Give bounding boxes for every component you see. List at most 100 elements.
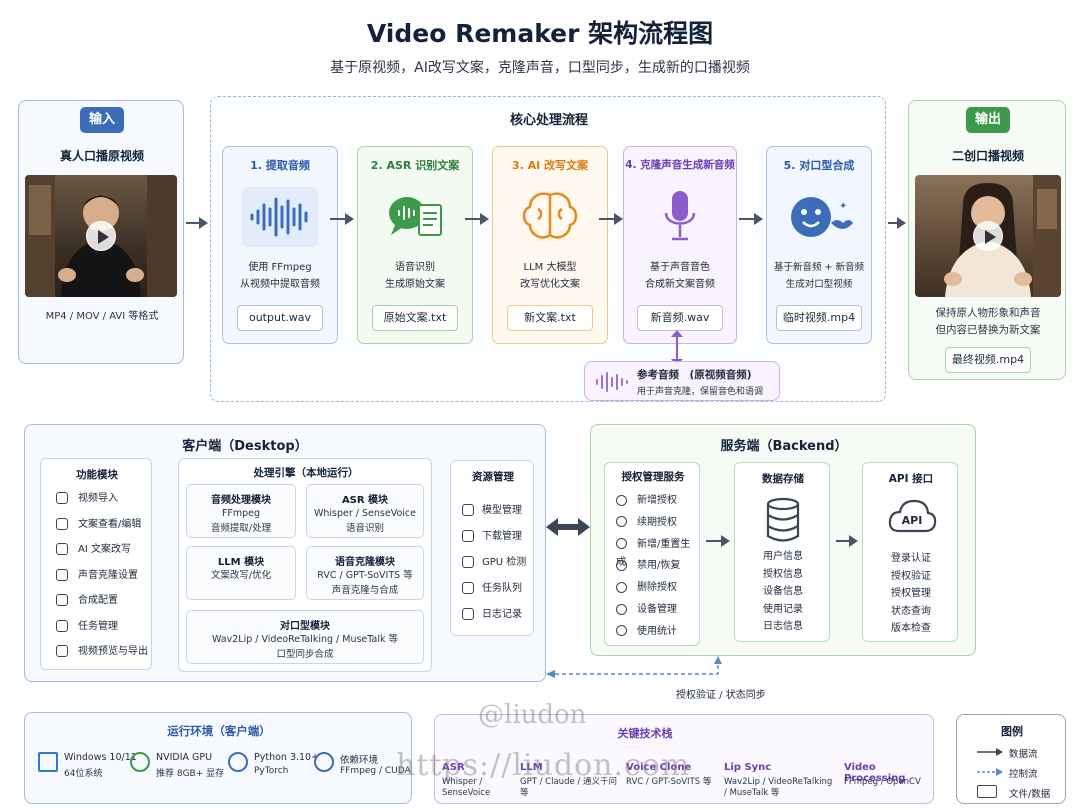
feature-item[interactable]: 视频导入	[56, 490, 152, 508]
step-desc: LLM 大模型改写优化文案	[520, 262, 580, 290]
cloud-api-icon	[888, 499, 937, 533]
resource-item[interactable]: 模型管理	[462, 502, 534, 520]
step-asr[interactable]: 2. ASR 识别文案 语音识别生成原始文案 原始文案.txt	[357, 146, 473, 344]
api-item: 授权管理	[891, 588, 931, 599]
tech-item-sub: Wav2Lip / VideoReTalking / MuseTalk 等	[724, 777, 833, 798]
tech-item-sub: FFmpeg / OpenCV	[844, 777, 921, 787]
auth-item-icon	[616, 625, 627, 637]
feature-item[interactable]: 任务管理	[56, 618, 152, 636]
output-video-thumbnail[interactable]	[915, 175, 1061, 297]
sync-label: 授权验证 / 状态同步	[676, 690, 766, 701]
legend-data-flow-arrow	[977, 748, 1003, 756]
legend-file-box	[977, 785, 997, 798]
module-llm[interactable]: LLM 模块 文案改写/优化	[186, 546, 296, 600]
api-box: API 接口 API 登录认证授权验证授权管理状态查询版本检查	[862, 462, 958, 642]
legend-file-label: 文件/数据	[1009, 789, 1051, 800]
legend-data-flow-label: 数据流	[1009, 749, 1038, 760]
feature-label: 合成配置	[78, 595, 118, 606]
runtime-item-title: Windows 10/11	[64, 752, 137, 763]
api-item: 登录认证	[891, 553, 931, 564]
api-item: 授权验证	[891, 570, 931, 582]
reference-audio-box[interactable]: 参考音频 (原视频音频) 用于声音克隆，保留音色和语调	[584, 361, 780, 401]
output-panel: 输出 二创口播视频 保持原人物形象和声音但内容已替换为新文案 最终视频.mp4	[908, 100, 1066, 380]
auth-item-label: 设备管理	[637, 604, 677, 615]
feature-label: 视频预览与导出	[78, 646, 148, 657]
play-icon[interactable]	[973, 221, 1003, 251]
arrow-core-to-output	[888, 217, 906, 229]
resource-icon	[462, 582, 474, 594]
step-voice-clone[interactable]: 4. 克隆声音生成新音频 基于声音音色合成新文案音频 新音频.wav	[623, 146, 737, 344]
output-badge: 输出	[966, 107, 1010, 133]
step-title: 1. 提取音频	[250, 159, 310, 172]
tech-item-sub: RVC / GPT-SoVITS 等	[626, 777, 712, 787]
feature-icon	[56, 619, 68, 632]
auth-item[interactable]: 续期授权	[616, 514, 700, 532]
tech-item-title: Video Processing	[844, 762, 906, 784]
feature-label: 文案查看/编辑	[78, 518, 142, 530]
auth-item[interactable]: 新增/重置生成	[616, 536, 700, 568]
auth-item-icon	[616, 538, 627, 550]
output-heading: 二创口播视频	[951, 149, 1024, 163]
step-lip-sync[interactable]: 5. 对口型合成 ✦ 基于新音频 + 新音频生成对口型视频 临时视频.mp4	[766, 146, 872, 344]
resource-label: 下载管理	[482, 531, 522, 542]
auth-item[interactable]: 设备管理	[616, 601, 700, 619]
step-ai-rewrite[interactable]: 3. AI 改写文案 LLM 大模型改写优化文案 新文案.txt	[492, 146, 608, 344]
microphone-icon	[642, 187, 718, 247]
reference-waveform-icon	[596, 372, 628, 392]
output-desc: 保持原人物形象和声音但内容已替换为新文案	[935, 307, 1041, 336]
engine-heading: 处理引擎（本地运行）	[253, 467, 359, 479]
resource-label: 模型管理	[482, 505, 522, 516]
step-output-chip: 原始文案.txt	[372, 305, 458, 331]
input-video-thumbnail[interactable]	[25, 175, 177, 297]
feature-item[interactable]: 文案查看/编辑	[56, 516, 152, 534]
module-audio[interactable]: 音频处理模块 FFmpeg 音频提取/处理	[186, 484, 296, 538]
feature-item[interactable]: 视频预览与导出	[56, 643, 152, 661]
runtime-item-sub: PyTorch	[254, 766, 289, 776]
arrow-storage-to-api	[836, 535, 858, 547]
arrow-step2-step3	[465, 213, 489, 225]
reference-title: 参考音频 (原视频音频)	[637, 369, 752, 381]
resource-item[interactable]: 日志记录	[462, 606, 534, 624]
page-title: Video Remaker 架构流程图	[366, 19, 714, 48]
feature-icon	[56, 645, 68, 657]
module-voice-clone[interactable]: 语音克隆模块 RVC / GPT-SoVITS 等 声音克隆与合成	[306, 546, 424, 600]
resource-icon	[462, 530, 474, 542]
step-title: 4. 克隆声音生成新音频	[625, 159, 735, 171]
gpu-chip-icon	[130, 752, 150, 772]
auth-item[interactable]: 禁用/恢复	[616, 557, 700, 575]
resource-item[interactable]: GPU 检测	[462, 554, 534, 572]
play-icon[interactable]	[86, 221, 116, 251]
speech-doc-icon	[377, 187, 453, 247]
step-title: 5. 对口型合成	[783, 159, 855, 172]
step-desc: 语音识别生成原始文案	[385, 262, 445, 290]
legend-heading: 图例	[1001, 725, 1023, 738]
arrow-step4-step5	[739, 213, 763, 225]
auth-item-label: 新增授权	[637, 495, 677, 506]
auth-item[interactable]: 新增授权	[616, 492, 700, 510]
resource-label: 任务队列	[482, 583, 522, 594]
auth-item[interactable]: 使用统计	[616, 623, 700, 641]
feature-label: 任务管理	[78, 620, 118, 632]
runtime-item-title: 依赖环境	[340, 755, 379, 766]
auth-item[interactable]: 删除授权	[616, 579, 700, 597]
storage-item: 授权信息	[763, 568, 803, 580]
runtime-heading: 运行环境（客户端）	[167, 724, 271, 738]
arrow-step1-step2	[330, 213, 354, 225]
person-silhouette	[25, 175, 177, 297]
feature-item[interactable]: 合成配置	[56, 592, 152, 610]
tech-item-title: Lip Sync	[724, 762, 772, 773]
module-lip-sync[interactable]: 对口型模块 Wav2Lip / VideoReTalking / MuseTal…	[186, 610, 424, 664]
brain-icon	[512, 187, 588, 247]
module-asr[interactable]: ASR 模块 Whisper / SenseVoice 语音识别	[306, 484, 424, 538]
feature-item[interactable]: 声音克隆设置	[56, 567, 152, 585]
feature-item[interactable]: AI 文案改写	[56, 541, 152, 559]
resource-item[interactable]: 任务队列	[462, 580, 534, 598]
feature-label: AI 文案改写	[78, 544, 131, 555]
watermark-url: https://liudon.com	[396, 748, 691, 783]
resource-item[interactable]: 下载管理	[462, 528, 534, 546]
waveform-icon	[242, 187, 318, 247]
vertical-double-arrow	[676, 336, 678, 360]
feature-icon	[56, 568, 68, 581]
